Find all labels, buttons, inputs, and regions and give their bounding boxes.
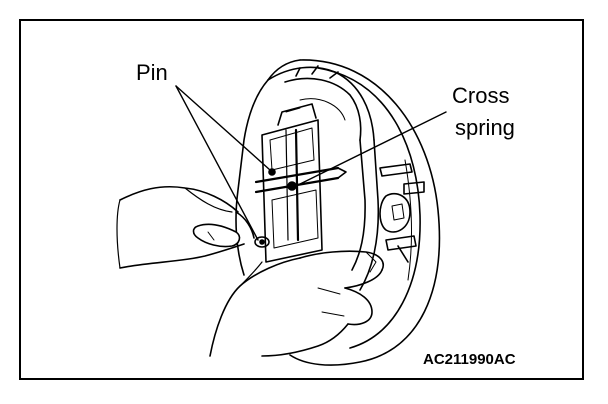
caliper-body [235,65,380,291]
leader-pin-upper [175,85,271,171]
cross-spring-label-line1: Cross [452,83,510,108]
brake-disc [267,59,441,366]
brake-pad [261,103,323,263]
pin-label: Pin [136,60,168,85]
right-hand [209,250,384,357]
cross-spring-label-line2: spring [455,115,515,140]
figure-code: AC211990AC [423,351,516,368]
left-hand [116,185,255,269]
pin-lower [254,236,270,248]
pin-upper [268,168,276,176]
leader-cross-spring [295,111,447,187]
leader-lines [175,85,447,241]
leader-pin-lower [175,85,259,241]
hub-studs [379,163,425,263]
